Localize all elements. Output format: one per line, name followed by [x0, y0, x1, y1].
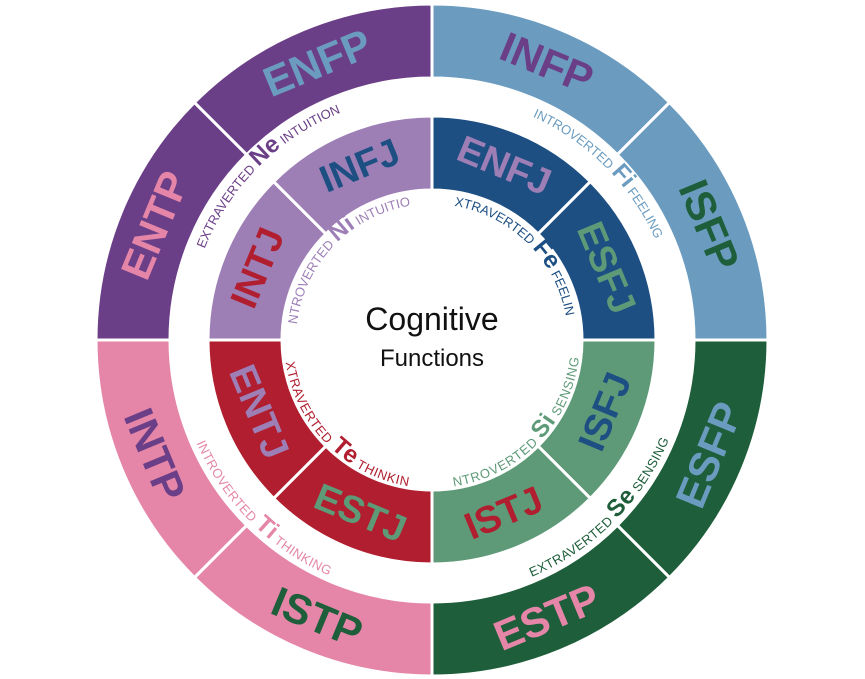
outer-segment-enfp — [192, 2, 434, 157]
inner-segment-infj — [271, 114, 434, 237]
center-title: Cognitive — [365, 301, 498, 337]
center-label: Cognitive Functions — [365, 301, 498, 372]
center-subtitle: Functions — [380, 345, 484, 372]
